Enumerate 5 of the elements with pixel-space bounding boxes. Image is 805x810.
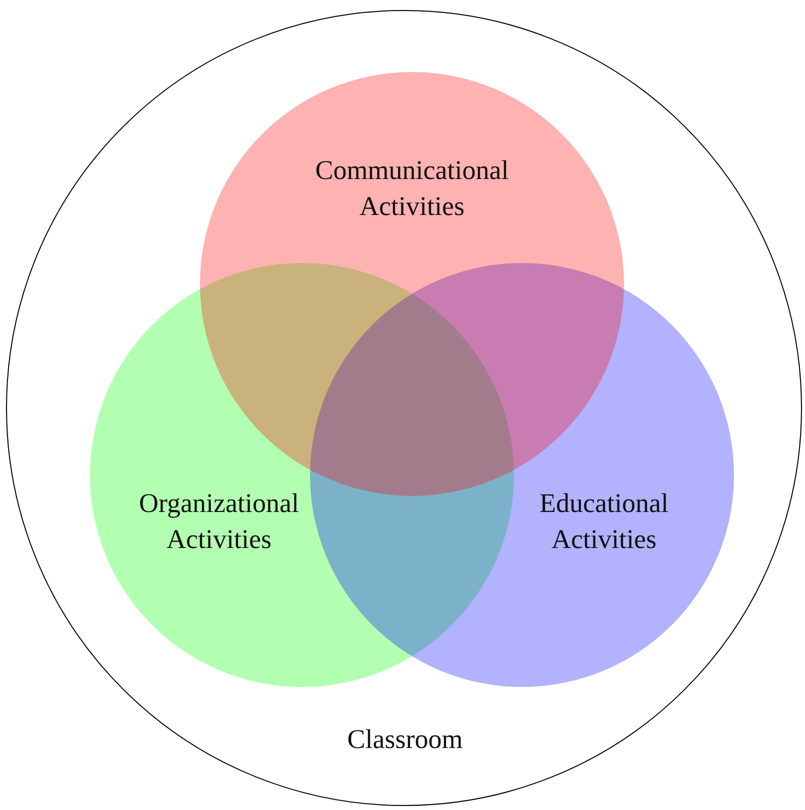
region-label: Classroom (346, 723, 464, 756)
circle-label: Communicational Activities (314, 154, 510, 223)
circle-label: Educational Activities (538, 487, 670, 556)
circle-label: Organizational Activities (138, 487, 300, 556)
classroom-circle (6, 10, 802, 806)
